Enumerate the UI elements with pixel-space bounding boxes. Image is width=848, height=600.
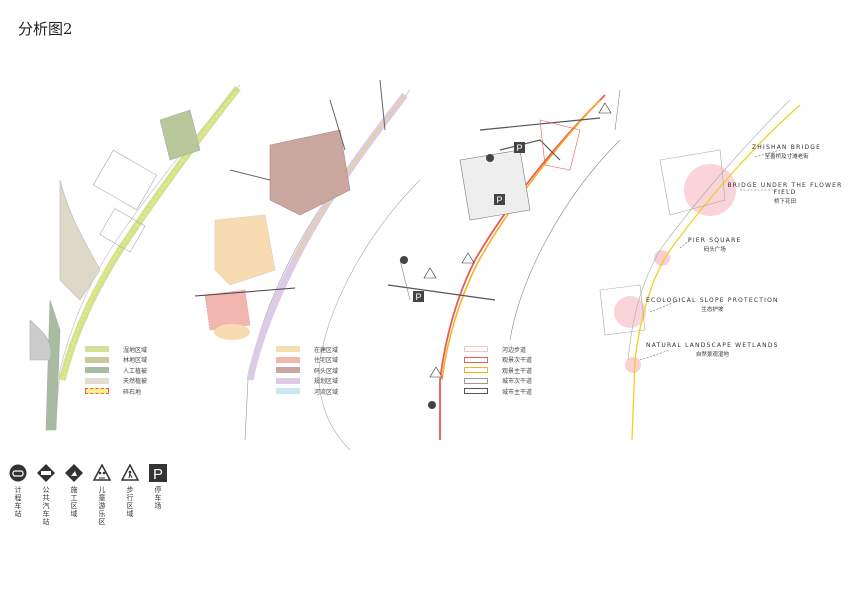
icon-legend: 计程车站 公共汽车站 施工区域 儿童游乐区 步行区域 P 停车场 [8,464,168,526]
legend-item: 天然植被 [85,376,147,387]
legend-label: 河边步道 [502,346,527,354]
node-label-zh: 自然景观湿地 [695,352,729,358]
node-label-zh: 桥下花田 [773,199,796,205]
node-label-zh: 生态护坡 [701,307,724,313]
legend-item: 城市次干道 [464,376,532,387]
node-label: Bridge under the flower field 桥下花田 [722,182,848,205]
map-nodes [599,99,801,441]
legend-label: 观景主干道 [502,367,533,375]
legend-item: 城市主干道 [464,386,532,397]
node-label-en: Pier Square [688,237,742,244]
map-zoning [194,79,421,451]
svg-text:P: P [497,195,503,205]
map-roads: P P P [387,89,621,440]
legend-label: 天然植被 [123,378,148,386]
icon-label: 施工区域 [70,486,78,518]
legend-label: 规划区域 [314,378,339,386]
legend-zoning: 在建区域 住宅区域 码头区域 规划区域 河流区域 [276,344,338,397]
legend-label: 住宅区域 [314,357,339,365]
node-label: Natural landscape wetlands 自然景观湿地 [646,342,779,358]
legend-label: 城市次干道 [502,378,533,386]
legend-item: 码头区域 [276,365,338,376]
legend-label: 人工植被 [123,367,148,375]
legend-item: 人工植被 [85,365,147,376]
node-label: Pier Square 码头广场 [688,237,741,253]
node-label: Ecological slope protection 生态护坡 [646,297,779,313]
legend-item: 河流区域 [276,386,338,397]
page-title: 分析图2 [18,20,73,38]
legend-item: 住宅区域 [276,355,338,366]
construction-icon [65,464,83,482]
icon-label: 儿童游乐区 [98,486,106,526]
svg-text:P: P [416,292,422,302]
legend-item: 观景次干道 [464,355,532,366]
legend-label: 在建区域 [314,346,339,354]
node-label-en: Ecological slope protection [646,297,779,304]
node-label-en: Bridge under the flower field [727,182,843,196]
legend-item: 林地区域 [85,355,147,366]
map-vegetation [29,84,241,431]
icon-label: 公共汽车站 [42,486,50,526]
legend-label: 河流区域 [314,388,339,396]
children-play-icon [93,464,111,481]
taxi-icon [9,464,27,482]
icon-legend-item: 施工区域 [64,464,84,526]
legend-roads: 河边步道 观景次干道 观景主干道 城市次干道 城市主干道 [464,344,532,397]
icon-legend-item: P 停车场 [148,464,168,526]
node-label-zh: 至善桥及寸滩老街 [764,154,809,160]
icon-legend-item: 计程车站 [8,464,28,526]
node-label: Zhishan Bridge 至善桥及寸滩老街 [752,144,821,160]
icon-legend-item: 儿童游乐区 [92,464,112,526]
legend-item: 在建区域 [276,344,338,355]
legend-label: 碎石地 [123,388,142,396]
legend-vegetation: 湿地区域 林地区域 人工植被 天然植被 碎石地 [85,344,147,397]
legend-label: 观景次干道 [502,357,533,365]
node-label-zh: 码头广场 [703,247,726,253]
svg-text:P: P [517,143,523,153]
pedestrian-icon [121,464,139,481]
icon-label: 停车场 [154,486,162,510]
legend-item: 观景主干道 [464,365,532,376]
icon-legend-item: 步行区域 [120,464,140,526]
icon-label: 步行区域 [126,486,134,518]
parking-icon: P [149,464,167,482]
icon-label: 计程车站 [14,486,22,518]
legend-label: 林地区域 [123,357,148,365]
legend-item: 碎石地 [85,386,147,397]
legend-label: 码头区域 [314,367,339,375]
legend-label: 湿地区域 [123,346,148,354]
icon-legend-item: 公共汽车站 [36,464,56,526]
bus-icon [37,464,55,482]
parking-glyph: P [153,466,163,482]
node-label-en: Zhishan Bridge [752,144,822,151]
legend-label: 城市主干道 [502,388,533,396]
legend-item: 规划区域 [276,376,338,387]
legend-item: 河边步道 [464,344,532,355]
node-label-en: Natural landscape wetlands [646,342,779,349]
legend-item: 湿地区域 [85,344,147,355]
